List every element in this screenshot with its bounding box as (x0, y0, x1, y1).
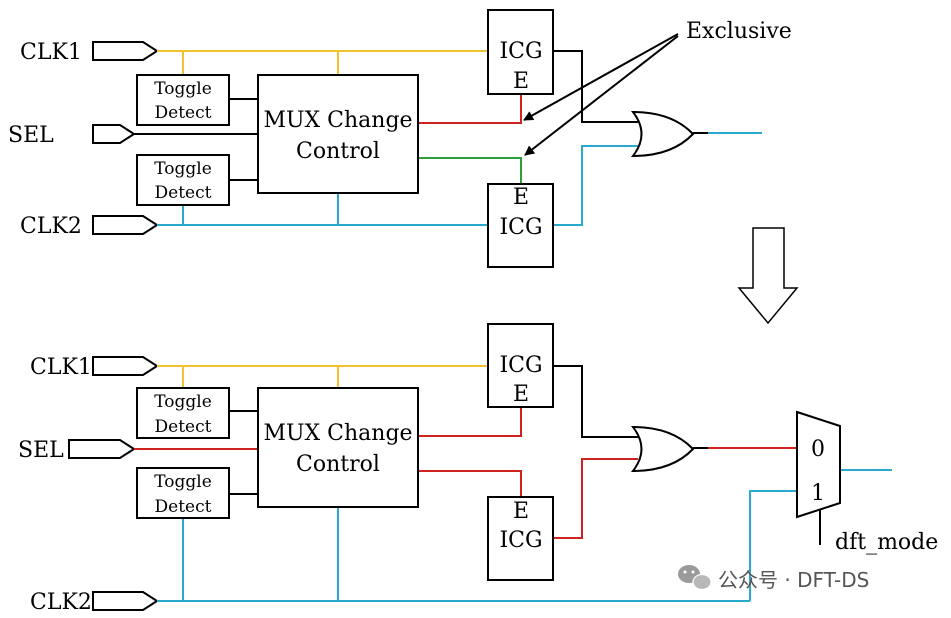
icg-upper-bottom-label: ICG (499, 353, 542, 378)
clk1-label: CLK1 (20, 40, 82, 65)
bottom-diagram: CLK1 SEL CLK2 (18, 323, 938, 615)
clk2-label-bottom: CLK2 (30, 590, 92, 615)
mux-change-bottom-line2: Control (296, 452, 380, 477)
clk1-net-bottom (157, 365, 488, 388)
exclusive-arrow-upper (523, 33, 679, 121)
icg-lower-enable: E (513, 185, 529, 210)
top-diagram: CLK1 SEL CLK2 Toggle Detect (8, 9, 792, 268)
exclusive-arrow-lower (524, 35, 679, 156)
watermark-text: 公众号 · DFT-DS (718, 568, 869, 592)
toggle-detect-lower-bottom-line1: Toggle (154, 472, 212, 492)
wechat-logo-icon (678, 565, 712, 591)
icg-upper-box (487, 9, 554, 95)
mux-input-0-label: 0 (811, 437, 825, 462)
icg-upper-box-bottom (487, 323, 554, 408)
down-arrow-icon (737, 227, 799, 325)
toggle-detect-upper (136, 74, 230, 126)
icg-lower-box-bottom (487, 496, 554, 581)
sel-label-bottom: SEL (18, 438, 64, 463)
icg-upper-bottom-enable: E (513, 382, 529, 407)
exclusive-annotation: Exclusive (686, 19, 792, 44)
clk1-port-icon (92, 41, 159, 61)
clk1-net (157, 50, 488, 75)
clk2-label: CLK2 (20, 214, 82, 239)
toggle-detect-upper-bottom-line1: Toggle (154, 392, 212, 412)
ctrl-nets-bottom (418, 407, 797, 539)
clk2-net-bottom (157, 469, 892, 602)
icg-upper-enable: E (513, 69, 529, 94)
sel-port-icon-bottom (68, 439, 136, 459)
clk1-port-icon-bottom (92, 356, 159, 376)
clk1-label-bottom: CLK1 (30, 355, 92, 380)
ctrl-net-lower-exclusive (418, 157, 522, 184)
or-gate-icon (630, 110, 695, 158)
toggle-detect-lower-line2: Detect (155, 183, 212, 203)
icg-lower-label: ICG (499, 215, 542, 240)
toggle-detect-lower-bottom-line2: Detect (155, 497, 212, 517)
watermark: 公众号 · DFT-DS (678, 565, 869, 592)
icg-lower-bottom-enable: E (513, 499, 529, 524)
or-gate-icon-bottom (630, 425, 695, 473)
mux-change-bottom-line1: MUX Change (263, 421, 412, 446)
toggle-detect-upper-bottom-line2: Detect (155, 417, 212, 437)
toggle-detect-upper-line2: Detect (155, 103, 212, 123)
sel-label: SEL (8, 123, 54, 148)
toggle-detect-upper-bottom (136, 387, 230, 439)
icg-lower-box (487, 183, 554, 268)
mux-change-control-box-bottom (257, 387, 419, 508)
mux-icon (796, 410, 841, 519)
mux-input-1-label: 1 (811, 481, 825, 506)
mux-change-control-box (257, 74, 419, 194)
toggle-detect-lower (136, 154, 230, 206)
icg-upper-label: ICG (499, 39, 542, 64)
sel-port-icon (92, 124, 136, 144)
ctrl-net-upper (418, 94, 522, 124)
icg-lower-bottom-label: ICG (499, 528, 542, 553)
mux-change-line2: Control (296, 139, 380, 164)
mux-change-line1: MUX Change (263, 108, 412, 133)
dft-mode-label: dft_mode (835, 530, 938, 555)
toggle-detect-lower-bottom (136, 467, 230, 519)
toggle-detect-upper-line1: Toggle (154, 79, 212, 99)
clk2-port-icon (92, 215, 159, 235)
clk2-port-icon-bottom (92, 591, 159, 611)
toggle-detect-lower-line1: Toggle (154, 159, 212, 179)
clk2-net (157, 132, 762, 226)
